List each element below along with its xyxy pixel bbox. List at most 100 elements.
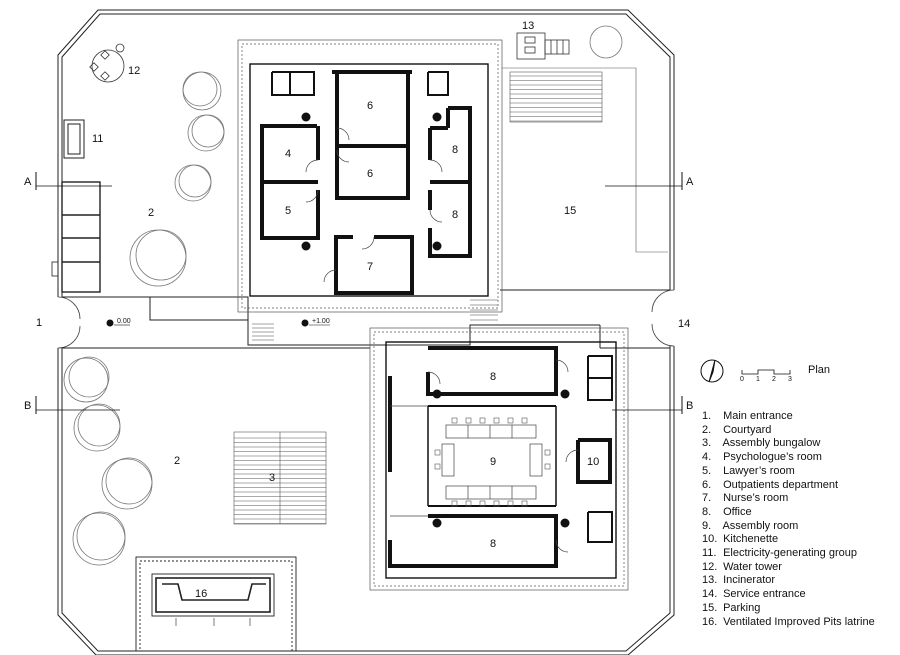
legend-item: 15. Parking (702, 602, 875, 616)
main-entrance-gate (57, 296, 81, 349)
label-assembly-room: 9 (490, 456, 496, 468)
legend-item: 6. Outpatients department (702, 479, 875, 493)
section-b-right: B (686, 400, 693, 412)
lower-interior-walls (388, 346, 613, 568)
label-lawyer: 5 (285, 205, 291, 217)
ramp-stairs (252, 299, 498, 341)
level-markers (106, 319, 330, 327)
lower-doors (390, 359, 579, 553)
legend-number: 1. (702, 410, 712, 422)
label-office-d: 8 (490, 538, 496, 550)
water-tower (89, 43, 125, 83)
scale-label-0: 0 (740, 376, 744, 383)
label-service-entrance: 14 (678, 318, 690, 330)
legend-label: Incinerator (723, 574, 776, 587)
lower-building (385, 341, 617, 579)
label-incinerator: 13 (522, 20, 534, 32)
plan-title: Plan (808, 364, 831, 376)
trees (63, 25, 623, 566)
legend-label: Outpatients department (723, 478, 839, 491)
upper-building (249, 63, 489, 297)
legend-number: 5. (702, 464, 712, 477)
legend-label: Assembly room (722, 519, 799, 532)
label-office-c: 8 (490, 371, 496, 383)
upper-columns (301, 112, 442, 251)
legend: 1. Main entrance 2. Courtyard 3. Assembl… (702, 410, 875, 629)
legend-number: 6. (702, 478, 712, 491)
scale-label-2: 2 (772, 376, 776, 383)
legend-item: 8. Office (702, 506, 875, 520)
label-main-entrance: 1 (36, 317, 42, 329)
upper-building-canopy (237, 39, 503, 313)
legend-number: 7. (702, 492, 712, 505)
legend-label: Lawyer’s room (723, 464, 795, 477)
legend-number: 15. (702, 601, 718, 614)
legend-item: 9. Assembly room (702, 520, 875, 534)
label-parking: 15 (564, 205, 576, 217)
scale-label-3: 3 (788, 376, 792, 383)
lower-columns (432, 389, 570, 528)
legend-label: Assembly bungalow (722, 437, 821, 450)
legend-item: 7. Nurse’s room (702, 492, 875, 506)
legend-number: 3. (702, 437, 712, 450)
central-passage (62, 289, 670, 349)
legend-number: 2. (702, 423, 712, 436)
section-b-left: B (24, 400, 31, 412)
label-office-b: 8 (452, 209, 458, 221)
parking-canopy (502, 67, 668, 253)
label-kitchenette: 10 (587, 456, 599, 468)
label-courtyard-top: 2 (148, 207, 154, 219)
legend-number: 11. (702, 547, 717, 560)
guard-house (51, 181, 101, 293)
legend-label: Psychologue’s room (723, 451, 822, 464)
legend-item: 2. Courtyard (702, 424, 875, 438)
legend-item: 5. Lawyer’s room (702, 465, 875, 479)
service-entrance-gate (651, 289, 675, 347)
scale-label-1: 1 (756, 376, 760, 383)
legend-label: Service entrance (723, 588, 806, 601)
legend-number: 12. (702, 560, 718, 573)
legend-number: 14. (702, 588, 718, 601)
legend-label: Office (723, 505, 752, 518)
legend-label: Ventilated Improved Pits latrine (723, 615, 875, 628)
assembly-chairs (434, 417, 551, 507)
latrine (135, 556, 297, 652)
section-lines (35, 172, 683, 414)
legend-item: 11. Electricity-generating group (702, 547, 875, 561)
label-courtyard-bottom: 2 (174, 455, 180, 467)
room-labels: 1 2 2 3 4 5 6 6 7 8 8 8 8 9 10 11 12 13 … (24, 20, 792, 600)
legend-label: Courtyard (723, 423, 772, 436)
assembly-tables (441, 424, 543, 500)
label-assembly-bungalow: 3 (269, 472, 275, 484)
legend-number: 13. (702, 574, 718, 587)
compound-wall (57, 9, 675, 655)
label-outpatients-a: 6 (367, 100, 373, 112)
label-generator: 11 (92, 133, 103, 145)
label-outpatients-b: 6 (367, 168, 373, 180)
legend-item: 3. Assembly bungalow (702, 437, 875, 451)
generator (63, 119, 85, 159)
section-a-right: A (686, 176, 694, 188)
label-nurse: 7 (367, 261, 373, 273)
label-psychologue: 4 (285, 148, 291, 160)
legend-item: 4. Psychologue’s room (702, 451, 875, 465)
lower-building-canopy (369, 327, 629, 591)
scale-bar (741, 369, 791, 375)
legend-item: 16. Ventilated Improved Pits latrine (702, 616, 875, 630)
legend-number: 16. (702, 615, 718, 628)
legend-label: Kitchenette (723, 533, 779, 546)
north-arrow-icon (700, 359, 724, 383)
legend-number: 10. (702, 533, 718, 546)
legend-item: 1. Main entrance (702, 410, 875, 424)
legend-item: 12. Water tower (702, 561, 875, 575)
legend-item: 10. Kitchenette (702, 533, 875, 547)
legend-label: Main entrance (723, 410, 793, 422)
legend-label: Nurse’s room (723, 492, 789, 505)
legend-label: Water tower (723, 560, 782, 573)
legend-number: 9. (702, 519, 712, 532)
level-mark-ground: 0.00 (117, 318, 131, 325)
label-latrine: 16 (195, 588, 207, 600)
level-mark-raised: +1.00 (312, 318, 330, 325)
legend-number: 8. (702, 505, 712, 518)
upper-doors (305, 127, 443, 283)
